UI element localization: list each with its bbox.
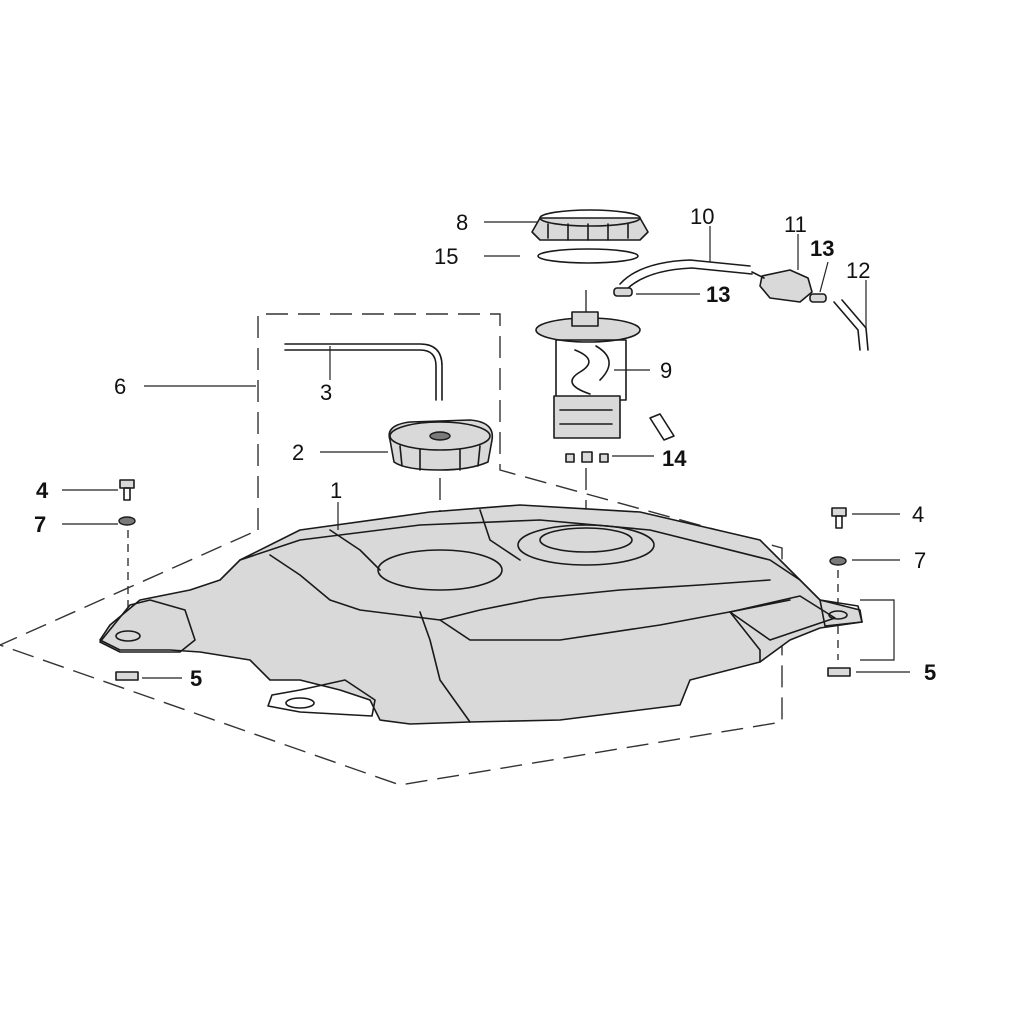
fuel-filter-icon — [751, 269, 813, 303]
pump-lock-ring-icon — [531, 209, 649, 241]
callout-5-left: 5 — [190, 666, 202, 691]
callout-11: 11 — [784, 212, 807, 237]
callout-8: 8 — [456, 210, 468, 235]
callout-14: 14 — [662, 446, 687, 471]
callout-2: 2 — [292, 440, 304, 465]
washer-icon — [829, 556, 847, 566]
bolt-icon — [831, 507, 847, 529]
fuel-hose-icon — [619, 259, 753, 291]
leader-lines — [62, 221, 910, 679]
callout-13-mid: 13 — [706, 282, 730, 307]
fuel-filler-cap-icon — [388, 419, 494, 471]
nut-icon — [115, 671, 139, 681]
callout-10: 10 — [690, 204, 714, 229]
callout-6: 6 — [114, 374, 126, 399]
fuel-pump-icon — [535, 311, 675, 441]
callout-7-left: 7 — [34, 512, 46, 537]
callout-4-right: 4 — [912, 502, 924, 527]
fuel-hose-icon — [833, 299, 869, 351]
hose-clamp-icon — [613, 287, 633, 297]
callout-15: 15 — [434, 244, 458, 269]
bolt-icon — [119, 479, 135, 501]
hose-clamp-icon — [809, 293, 827, 303]
pump-gasket-icon — [537, 248, 639, 264]
washer-icon — [118, 516, 136, 526]
pump-mounting-nuts-icon — [565, 451, 609, 463]
callout-13-top: 13 — [810, 236, 834, 261]
callout-12: 12 — [846, 258, 870, 283]
nut-icon — [827, 667, 851, 677]
callout-9: 9 — [660, 358, 672, 383]
callout-1: 1 — [330, 478, 342, 503]
callout-3: 3 — [320, 380, 332, 405]
fuel-tank-icon — [99, 504, 863, 725]
callout-5-right: 5 — [924, 660, 936, 685]
breather-tube-icon — [284, 343, 443, 401]
callout-7-right: 7 — [914, 548, 926, 573]
callout-4-left: 4 — [36, 478, 49, 503]
